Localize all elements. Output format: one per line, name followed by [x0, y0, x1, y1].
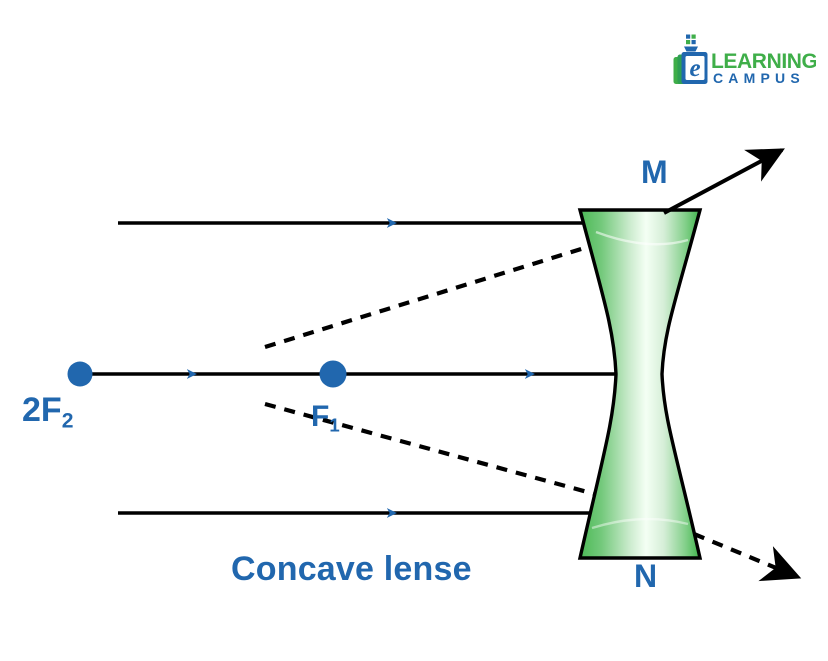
virtual-ray-upper — [264, 242, 595, 350]
label-m: M — [641, 154, 668, 190]
ray-direction-arrows — [186, 218, 535, 518]
point-f1 — [319, 360, 347, 388]
incident-rays — [86, 221, 662, 515]
refracted-ray-upper — [663, 148, 785, 215]
logo-word-campus: CAMPUS — [713, 70, 805, 86]
focal-points — [67, 360, 347, 388]
refracted-rays — [663, 148, 802, 582]
label-f1: F1 — [311, 402, 340, 435]
label-2f2: 2F2 — [22, 393, 73, 431]
logo-books-icon: e — [673, 52, 708, 84]
diagram-title: Concave lense — [231, 550, 472, 588]
point-2f2 — [67, 361, 93, 387]
label-2f2-subscript: 2 — [61, 409, 74, 433]
lens-highlight-bottom — [591, 517, 689, 530]
logo-word-learning: LEARNING — [711, 50, 816, 73]
label-f1-subscript: 1 — [329, 414, 340, 436]
refracted-ray-lower — [693, 532, 802, 582]
construction-lines — [264, 242, 603, 499]
concave-lens — [577, 208, 703, 560]
logo-letter-e: e — [689, 55, 700, 82]
label-f1-main: F — [311, 400, 330, 433]
label-n: N — [634, 558, 658, 594]
logo-cap-icon — [684, 34, 698, 52]
logo-svg: e LEARNING CAMPUS — [673, 34, 816, 86]
label-2f2-main: 2F — [22, 391, 62, 429]
lens-body — [577, 208, 703, 560]
elearning-campus-logo: e LEARNING CAMPUS — [672, 32, 816, 98]
lens-highlight-top — [595, 230, 689, 246]
